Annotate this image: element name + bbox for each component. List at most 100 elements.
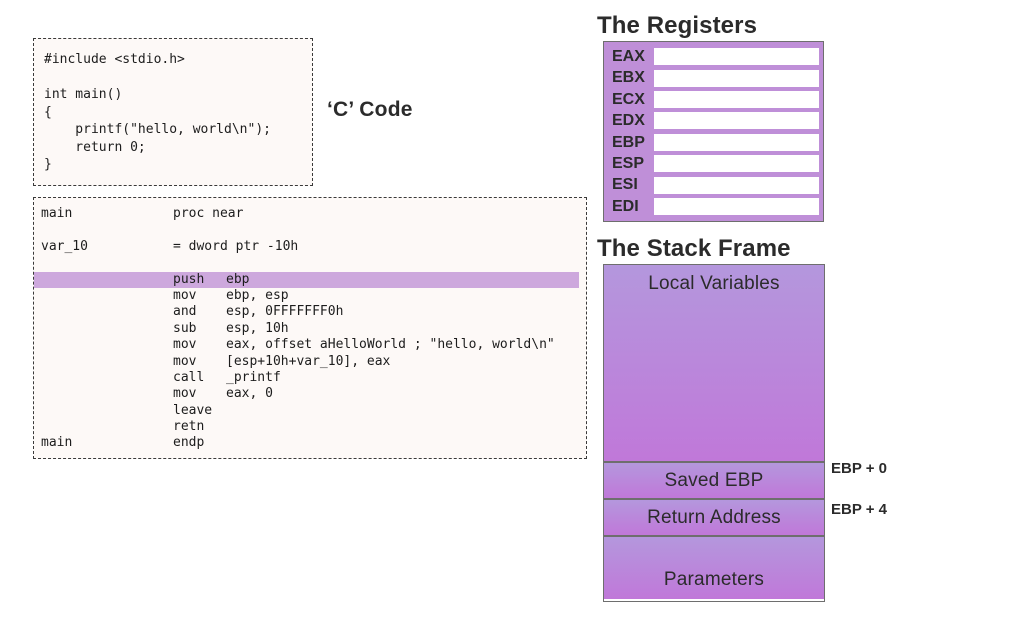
registers-heading: The Registers <box>597 12 758 39</box>
register-row-esp: ESP <box>604 153 819 174</box>
assembly-mnemonic: call <box>173 369 205 385</box>
assembly-operands: _printf <box>226 369 281 385</box>
stack-cell-return-address: Return Address <box>604 498 824 535</box>
assembly-operands: esp, 10h <box>226 320 289 336</box>
assembly-label <box>41 321 173 337</box>
stack-frame-heading: The Stack Frame <box>597 235 791 262</box>
assembly-label <box>41 354 173 370</box>
assembly-mnemonic: sub <box>173 320 197 336</box>
assembly-mnemonic: mov <box>173 337 197 353</box>
register-value-input-esi[interactable] <box>654 176 819 194</box>
assembly-operands: eax, 0 <box>226 386 273 402</box>
assembly-row: mov ebp, esp <box>34 288 586 304</box>
register-name: EAX <box>612 48 645 65</box>
assembly-operands: [esp+10h+var_10], eax <box>226 353 391 369</box>
assembly-row: retn <box>34 419 586 435</box>
assembly-label <box>41 370 173 386</box>
assembly-mnemonic: and <box>173 304 197 320</box>
register-name: ESP <box>612 154 645 172</box>
stack-cell-local-variables: Local Variables <box>604 265 824 461</box>
c-code-line: printf("hello, world\n"); <box>44 122 271 137</box>
assembly-label: main <box>41 206 73 221</box>
c-code-box: #include <stdio.h> int main() { printf("h… <box>33 38 313 186</box>
assembly-operands: ebp <box>226 271 250 287</box>
stack-cell-label: Parameters <box>663 569 765 590</box>
assembly-mnemonic: endp <box>173 435 205 451</box>
assembly-row: main endp <box>34 435 586 451</box>
assembly-mnemonic: mov <box>173 287 197 303</box>
assembly-operands: eax, offset aHelloWorld ; "hello, world\… <box>226 337 555 353</box>
register-name: EDX <box>612 112 645 130</box>
assembly-label <box>41 288 173 304</box>
assembly-label: var_10 <box>41 238 88 254</box>
assembly-label: main <box>41 435 73 451</box>
assembly-label <box>41 272 173 288</box>
register-row-eax: EAX <box>604 46 819 67</box>
stack-cell-saved-ebp: Saved EBP <box>604 461 824 498</box>
assembly-row-highlighted: push ebp <box>34 271 579 288</box>
assembly-mnemonic: mov <box>173 353 197 369</box>
assembly-row: mov eax, 0 <box>34 386 586 402</box>
stack-cell-label: Local Variables <box>648 273 780 294</box>
assembly-blank-line <box>34 255 586 271</box>
stack-cell-parameters: Parameters <box>604 535 824 599</box>
register-value-input-edi[interactable] <box>654 197 819 215</box>
assembly-label <box>41 337 173 353</box>
c-code-line: int main() <box>44 87 123 102</box>
c-code-caption: ‘C’ Code <box>327 98 413 121</box>
register-name: EBP <box>612 133 645 151</box>
assembly-operands: esp, 0FFFFFFF0h <box>226 304 344 320</box>
c-code-line: { <box>44 104 52 120</box>
register-value-input-ebx[interactable] <box>654 69 819 87</box>
register-name: ESI <box>612 176 638 194</box>
assembly-operands <box>226 419 586 435</box>
c-code-line: return 0; <box>44 139 146 155</box>
assembly-row: call _printf <box>34 370 586 386</box>
assembly-row: and esp, 0FFFFFFF0h <box>34 304 586 320</box>
assembly-mnemonic: leave <box>173 402 213 418</box>
assembly-label <box>41 419 173 435</box>
assembly-mnemonic: mov <box>173 386 197 402</box>
assembly-label <box>41 403 173 419</box>
stack-cell-label: Return Address <box>647 506 781 528</box>
register-value-input-eax[interactable] <box>654 48 819 66</box>
c-code-line: #include <stdio.h> <box>44 52 185 67</box>
assembly-row: main proc near <box>34 206 586 222</box>
assembly-mnemonic: retn <box>173 419 205 435</box>
assembly-directive: = dword ptr -10h <box>173 238 299 254</box>
assembly-blank-line <box>34 222 586 238</box>
register-value-input-ebp[interactable] <box>654 133 819 151</box>
register-value-input-esp[interactable] <box>654 155 819 173</box>
stack-frame-panel: Local Variables Saved EBP Return Address… <box>603 264 825 602</box>
assembly-row: var_10 = dword ptr -10h <box>34 239 586 255</box>
register-name: ECX <box>612 90 645 108</box>
assembly-row: mov eax, offset aHelloWorld ; "hello, wor… <box>34 337 586 353</box>
assembly-mnemonic: push <box>173 271 205 287</box>
assembly-operands <box>226 435 586 451</box>
register-value-input-ecx[interactable] <box>654 90 819 108</box>
register-row-esi: ESI <box>604 174 819 195</box>
register-name: EBX <box>612 69 645 87</box>
stack-annotation-ebp-plus-4: EBP + 4 <box>831 501 888 518</box>
register-name: EDI <box>612 197 639 215</box>
assembly-row: mov [esp+10h+var_10], eax <box>34 354 586 370</box>
assembly-listing-box: main proc near var_10 = dword ptr -10h push… <box>33 197 587 459</box>
assembly-label <box>41 386 173 402</box>
assembly-operands: ebp, esp <box>226 287 289 303</box>
c-code-line <box>44 69 312 87</box>
register-row-ecx: ECX <box>604 89 819 110</box>
assembly-label <box>41 304 173 320</box>
register-row-edx: EDX <box>604 110 819 131</box>
registers-panel: EAX EBX ECX EDX EBP ESP ESI EDI <box>603 41 824 222</box>
register-value-input-edx[interactable] <box>654 112 819 130</box>
assembly-directive: proc near <box>173 206 244 221</box>
assembly-row: sub esp, 10h <box>34 321 586 337</box>
stack-cell-label: Saved EBP <box>664 469 764 491</box>
assembly-row: leave <box>34 403 586 419</box>
stack-annotation-ebp-plus-0: EBP + 0 <box>831 460 888 477</box>
register-row-edi: EDI <box>604 196 819 217</box>
register-row-ebp: EBP <box>604 132 819 153</box>
register-row-ebx: EBX <box>604 67 819 88</box>
assembly-operands <box>226 403 586 419</box>
c-code-line: } <box>44 157 52 172</box>
